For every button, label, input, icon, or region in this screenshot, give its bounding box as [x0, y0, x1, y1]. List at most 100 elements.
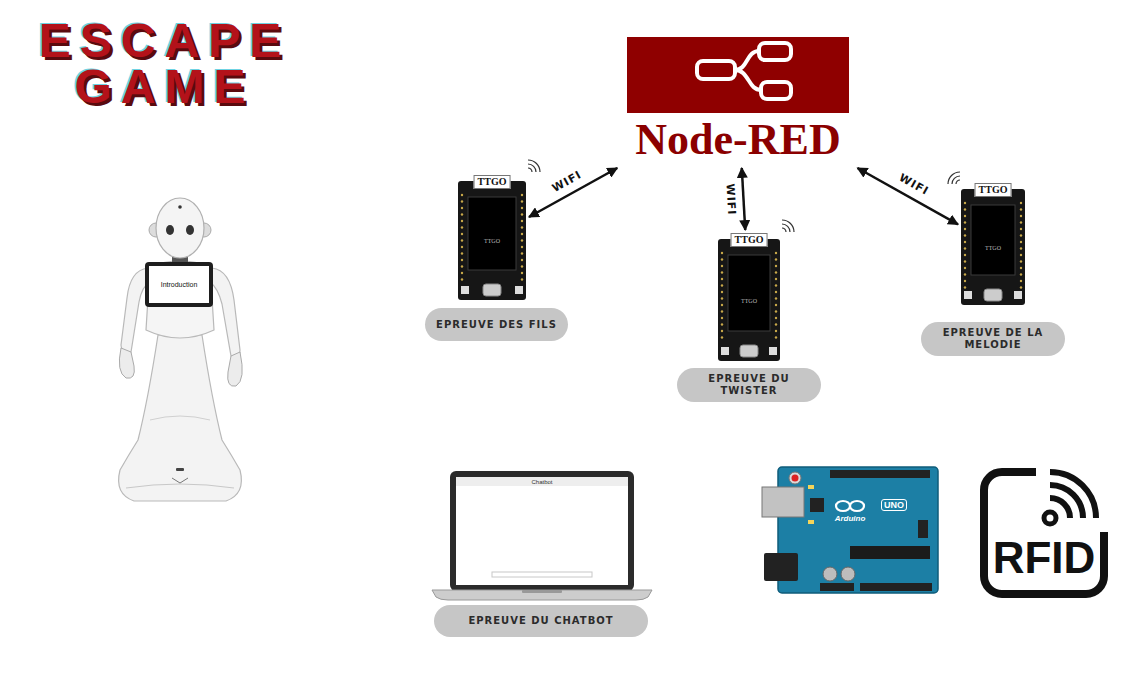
board-button [964, 291, 972, 299]
arduino-board-part [764, 553, 798, 581]
usb-port [740, 345, 758, 357]
board-pin [521, 220, 523, 222]
board-pin [461, 259, 463, 261]
arduino-board-part [792, 475, 799, 482]
board-pin [721, 304, 723, 306]
link-label: WIFI [723, 181, 738, 218]
wifi-link [742, 168, 745, 230]
arduino-board-part [808, 485, 814, 489]
board-pin [461, 239, 463, 241]
board-pin [721, 291, 723, 293]
board-pin [461, 252, 463, 254]
board-pin [1020, 215, 1022, 217]
screen-text: TTGO [961, 244, 1025, 252]
board-screen [971, 205, 1015, 275]
pepper-robot-part [150, 416, 210, 420]
board-pin [775, 271, 777, 273]
board-pin [1020, 280, 1022, 282]
arduino-board-part [823, 567, 837, 581]
board-pin [1020, 221, 1022, 223]
rfid-icon [984, 462, 1116, 594]
arduino-board-part [836, 501, 850, 511]
board-pin [461, 213, 463, 215]
signal-waves [528, 160, 960, 232]
station-name: EPREUVE DE LA MELODIE [931, 327, 1055, 351]
signal-waves-part-part [782, 228, 786, 232]
board-pin [461, 226, 463, 228]
board-pin [721, 323, 723, 325]
board-pin [964, 202, 966, 204]
board-pin [461, 194, 463, 196]
board-pin [721, 310, 723, 312]
signal-waves-part [528, 160, 540, 172]
board-pin [461, 233, 463, 235]
board-pin [775, 291, 777, 293]
signal-waves-part [782, 220, 794, 232]
logo-wire [735, 51, 759, 70]
board-pin [721, 258, 723, 260]
esp32-board: TTGO [961, 183, 1025, 305]
board-pin [721, 317, 723, 319]
board-pcb [458, 181, 526, 300]
arduino-board-part [789, 472, 801, 484]
server-box-fill [627, 37, 849, 113]
board-pin [521, 233, 523, 235]
rfid-icon-part [1050, 472, 1096, 518]
arduino-board-part [762, 487, 804, 517]
board-pin [775, 278, 777, 280]
station-name: EPREUVE DES FILS [436, 319, 557, 331]
board-pin [1020, 254, 1022, 256]
wifi-link [857, 168, 958, 224]
pepper-robot-part [210, 268, 240, 357]
rfid-text: RFID [984, 534, 1104, 582]
board-pin [521, 259, 523, 261]
board-pin [721, 252, 723, 254]
signal-waves-part [948, 172, 960, 184]
arduino-board-part [860, 583, 932, 591]
board-pin [964, 228, 966, 230]
board-button [721, 347, 729, 355]
pepper-robot-part [166, 225, 174, 235]
board-brand: TTGO [975, 183, 1012, 197]
laptop-part [456, 477, 628, 585]
board-pin [721, 336, 723, 338]
screen-text: TTGO [718, 297, 780, 305]
board-button [461, 286, 469, 294]
board-pin [521, 213, 523, 215]
board-brand: TTGO [474, 175, 511, 189]
board-pin [521, 194, 523, 196]
pepper-robot-part [119, 335, 242, 501]
laptop-part [522, 590, 562, 593]
signal-waves-part-part [528, 168, 532, 172]
board-pin [1020, 286, 1022, 288]
board-pin [1020, 202, 1022, 204]
board-drawing [718, 233, 780, 361]
board-drawing [961, 183, 1025, 305]
board-pin [775, 297, 777, 299]
board-pin [775, 317, 777, 319]
logo-wire [735, 70, 761, 90]
board-pin [775, 304, 777, 306]
board-pcb [718, 239, 780, 361]
arduino-board-part [850, 501, 864, 511]
board-pin [721, 297, 723, 299]
board-pin [1020, 228, 1022, 230]
board-pin [461, 278, 463, 280]
board-pin [964, 273, 966, 275]
board-button [769, 347, 777, 355]
board-pin [775, 336, 777, 338]
board-pin [521, 200, 523, 202]
board-pin [1020, 267, 1022, 269]
board-pin [1020, 241, 1022, 243]
station-label: EPREUVE DU TWISTER [677, 368, 821, 402]
window-title: Chatbot [456, 478, 628, 486]
station-name: EPREUVE DU CHATBOT [468, 615, 613, 627]
pepper-robot-part [149, 266, 209, 303]
board-pin [964, 241, 966, 243]
board-pin [721, 278, 723, 280]
board-screen [468, 197, 516, 270]
board-pin [964, 208, 966, 210]
board-pin [775, 323, 777, 325]
board-pin [964, 215, 966, 217]
arduino-board-part [820, 583, 854, 591]
